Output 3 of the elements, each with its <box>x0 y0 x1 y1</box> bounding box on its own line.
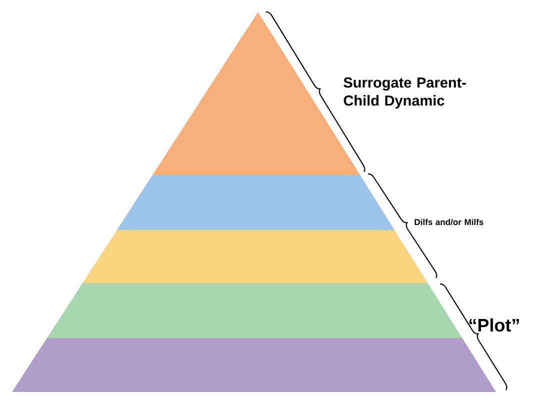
bracket-label: Dilfs and/or Milfs <box>414 218 484 226</box>
bracket-label: Surrogate Parent- Child Dynamic <box>344 77 466 109</box>
bracket-label: “Plot” <box>470 318 519 332</box>
